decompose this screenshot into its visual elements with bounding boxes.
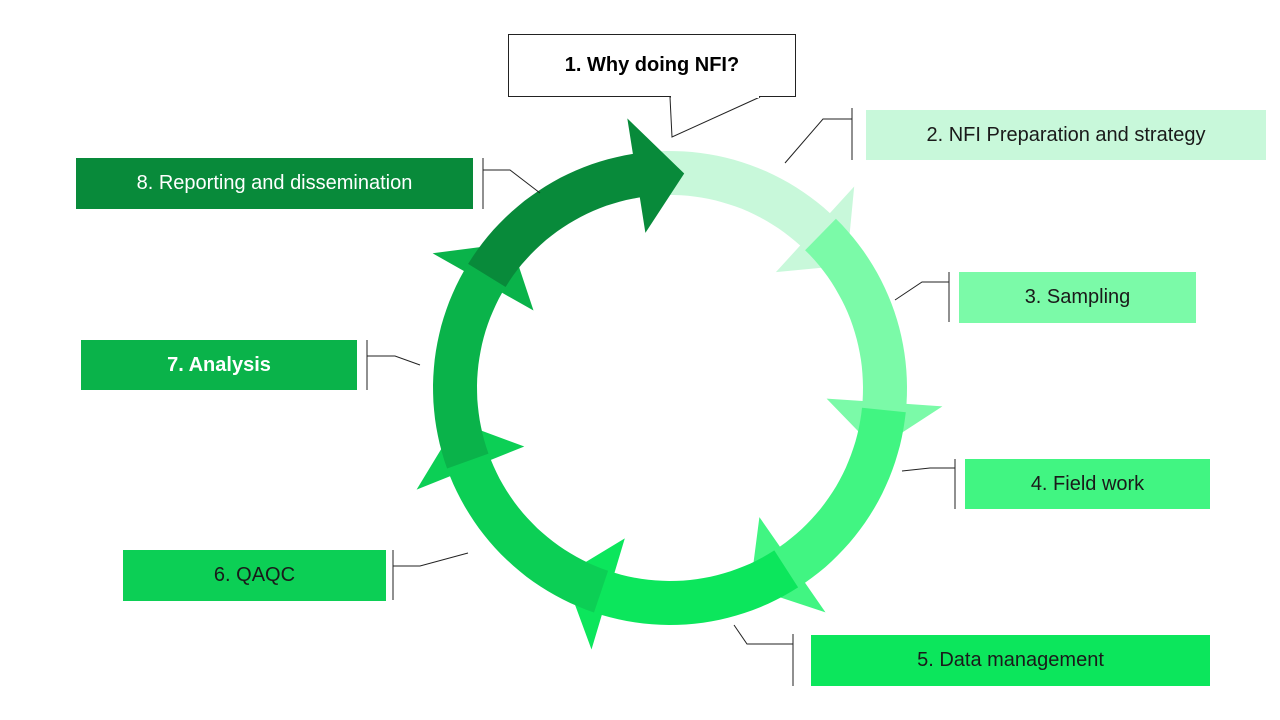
- arrow-data-management: [564, 538, 799, 650]
- arrow-preparation: [641, 151, 855, 273]
- step-label: 7. Analysis: [167, 353, 271, 376]
- arrow-field-work: [750, 407, 906, 613]
- step-nfi-preparation-and-strategy: 2. NFI Preparation and strategy: [866, 110, 1266, 160]
- arrow-reporting: [468, 118, 685, 288]
- connector-line: [367, 355, 421, 366]
- step-field-work: 4. Field work: [965, 459, 1210, 509]
- step-data-management: 5. Data management: [811, 635, 1210, 686]
- connector-line: [393, 552, 469, 567]
- step-label: 5. Data management: [917, 649, 1104, 671]
- step-label: 6. QAQC: [213, 564, 296, 586]
- callout-why-doing-nfi: 1. Why doing NFI?: [508, 34, 796, 97]
- callout-pointer-joint: [671, 95, 759, 98]
- step-label: 4. Field work: [1030, 472, 1145, 495]
- connector-line: [483, 169, 541, 194]
- step-label: 3. Sampling: [1024, 286, 1131, 308]
- step-sampling: 3. Sampling: [959, 272, 1196, 323]
- connector-line: [894, 281, 949, 301]
- arrow-analysis: [432, 243, 534, 469]
- callout-text: 1. Why doing NFI?: [564, 54, 740, 76]
- step-qaqc: 6. QAQC: [123, 550, 386, 601]
- step-label: 2. NFI Preparation and strategy: [926, 123, 1206, 146]
- callout-pointer: [669, 96, 761, 138]
- connector-line: [901, 467, 955, 472]
- arrow-qaqc: [416, 421, 609, 613]
- connector-line: [784, 118, 852, 164]
- step-analysis: 7. Analysis: [81, 340, 357, 390]
- connector-line: [733, 624, 793, 645]
- step-label: 8. Reporting and dissemination: [136, 172, 413, 194]
- step-reporting-and-dissemination: 8. Reporting and dissemination: [76, 158, 473, 209]
- arrow-sampling: [805, 218, 943, 450]
